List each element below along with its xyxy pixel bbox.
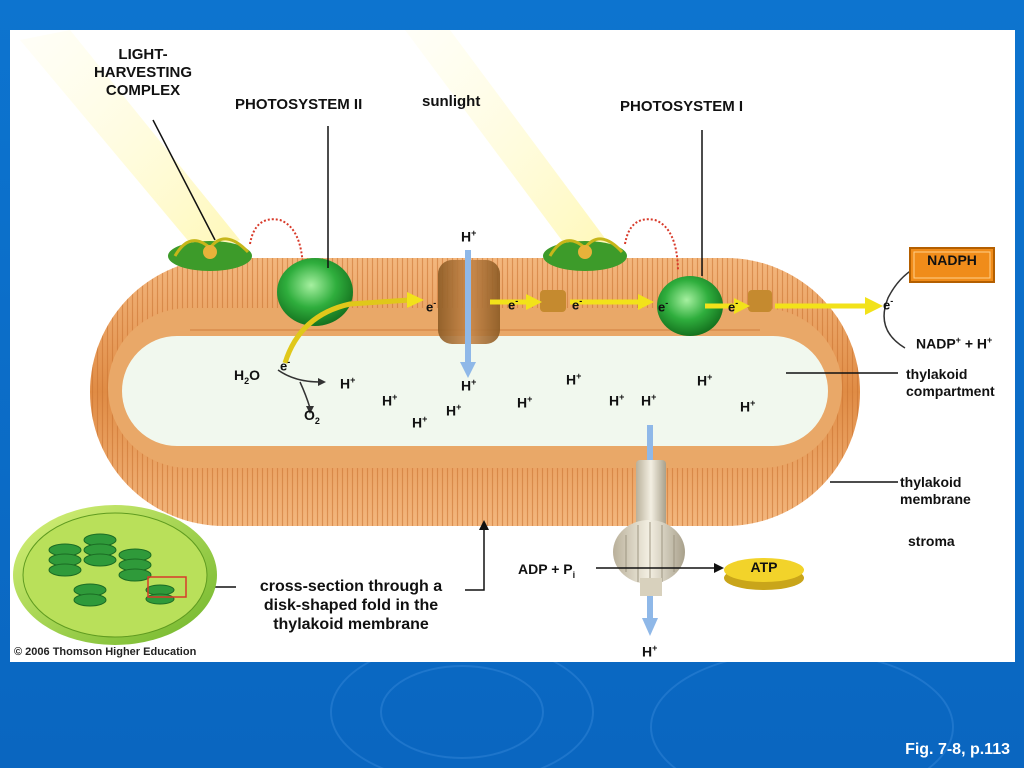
photosystem-i-complex — [657, 276, 723, 336]
electron-label: e- — [883, 296, 894, 313]
proton-label: H+ — [461, 228, 477, 245]
proton-label: H+ — [642, 643, 658, 660]
atp-label: ATP — [750, 559, 778, 575]
electron-carrier — [748, 290, 772, 312]
ripple-decoration — [380, 665, 544, 759]
photosystem-ii-complex — [277, 258, 353, 326]
energy-transfer-arrow — [249, 218, 304, 271]
light-harvesting-complex-right — [543, 237, 627, 271]
proton-label: H+ — [641, 392, 657, 409]
proton-label: H+ — [412, 414, 428, 431]
proton-label: H+ — [609, 392, 625, 409]
water-label: H2O — [234, 367, 261, 386]
sunlight-label: sunlight — [422, 93, 481, 110]
proton-label: H+ — [382, 392, 398, 409]
oxygen-label: O2 — [304, 407, 320, 426]
thylakoid-diagram — [13, 30, 995, 645]
electron-label: e- — [572, 296, 583, 313]
proton-label: H+ — [517, 394, 533, 411]
figure-panel: LIGHT- HARVESTING COMPLEX PHOTOSYSTEM II… — [10, 30, 1015, 662]
adp-pi-label: ADP + Pi — [518, 561, 576, 580]
nadph-box — [909, 247, 995, 283]
photosystem-i-label: PHOTOSYSTEM I — [620, 98, 744, 115]
sunlight-beam-left — [20, 30, 240, 255]
thylakoid-membrane-label: thylakoid membrane — [900, 474, 971, 507]
electron-label: e- — [728, 298, 739, 315]
sunlight-beam-right — [405, 30, 610, 258]
nadph-label: NADPH — [927, 252, 977, 268]
electron-carrier — [540, 290, 566, 312]
electron-label: e- — [658, 298, 669, 315]
proton-label: H+ — [566, 371, 582, 388]
thylakoid-compartment-label: thylakoid compartment — [906, 366, 995, 399]
proton-label: H+ — [340, 375, 356, 392]
copyright-text: © 2006 Thomson Higher Education — [14, 646, 197, 658]
proton-label: H+ — [697, 372, 713, 389]
chloroplast-inset — [13, 505, 217, 645]
stroma-label: stroma — [908, 533, 955, 549]
figure-reference: Fig. 7-8, p.113 — [905, 741, 1010, 758]
energy-transfer-arrow — [624, 218, 679, 271]
electron-label: e- — [280, 357, 291, 374]
light-harvesting-complex-left — [168, 237, 252, 271]
electron-label: e- — [426, 298, 437, 315]
proton-label: H+ — [461, 377, 477, 394]
light-harvesting-complex-label: LIGHT- HARVESTING COMPLEX — [93, 46, 193, 99]
nadp-plus-h-label: NADP+ + H+ — [916, 335, 993, 352]
proton-label: H+ — [740, 398, 756, 415]
atp-badge — [724, 558, 804, 582]
electron-flow-arrow — [282, 297, 411, 364]
photosystem-ii-label: PHOTOSYSTEM II — [235, 96, 363, 113]
thylakoid-lumen — [122, 336, 828, 446]
cross-section-label: cross-section through a disk-shaped fold… — [259, 578, 443, 634]
proton-label: H+ — [446, 402, 462, 419]
electron-label: e- — [508, 296, 519, 313]
